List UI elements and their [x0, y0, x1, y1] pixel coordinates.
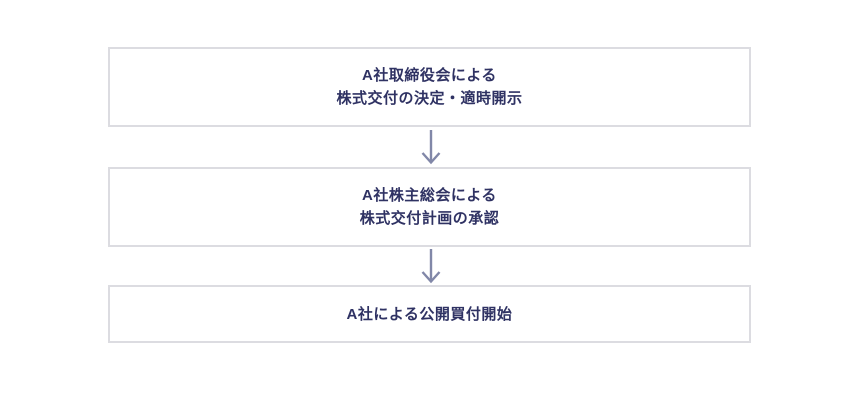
- flow-step-line: 株式交付計画の承認: [359, 210, 500, 227]
- flow-step-line: 株式交付の決定・適時開示: [336, 90, 523, 107]
- flow-step-board-decision: A社取締役会による 株式交付の決定・適時開示: [108, 47, 751, 127]
- flow-step-line: A社取締役会による: [362, 67, 497, 84]
- down-arrow-icon: [421, 249, 441, 284]
- down-arrow-icon: [421, 130, 441, 165]
- flow-step-tender-offer-start: A社による公開買付開始: [108, 285, 751, 343]
- flow-step-line: A社による公開買付開始: [346, 305, 513, 323]
- flow-step-line: A社株主総会による: [362, 187, 497, 204]
- flow-step-shareholder-approval: A社株主総会による 株式交付計画の承認: [108, 167, 751, 247]
